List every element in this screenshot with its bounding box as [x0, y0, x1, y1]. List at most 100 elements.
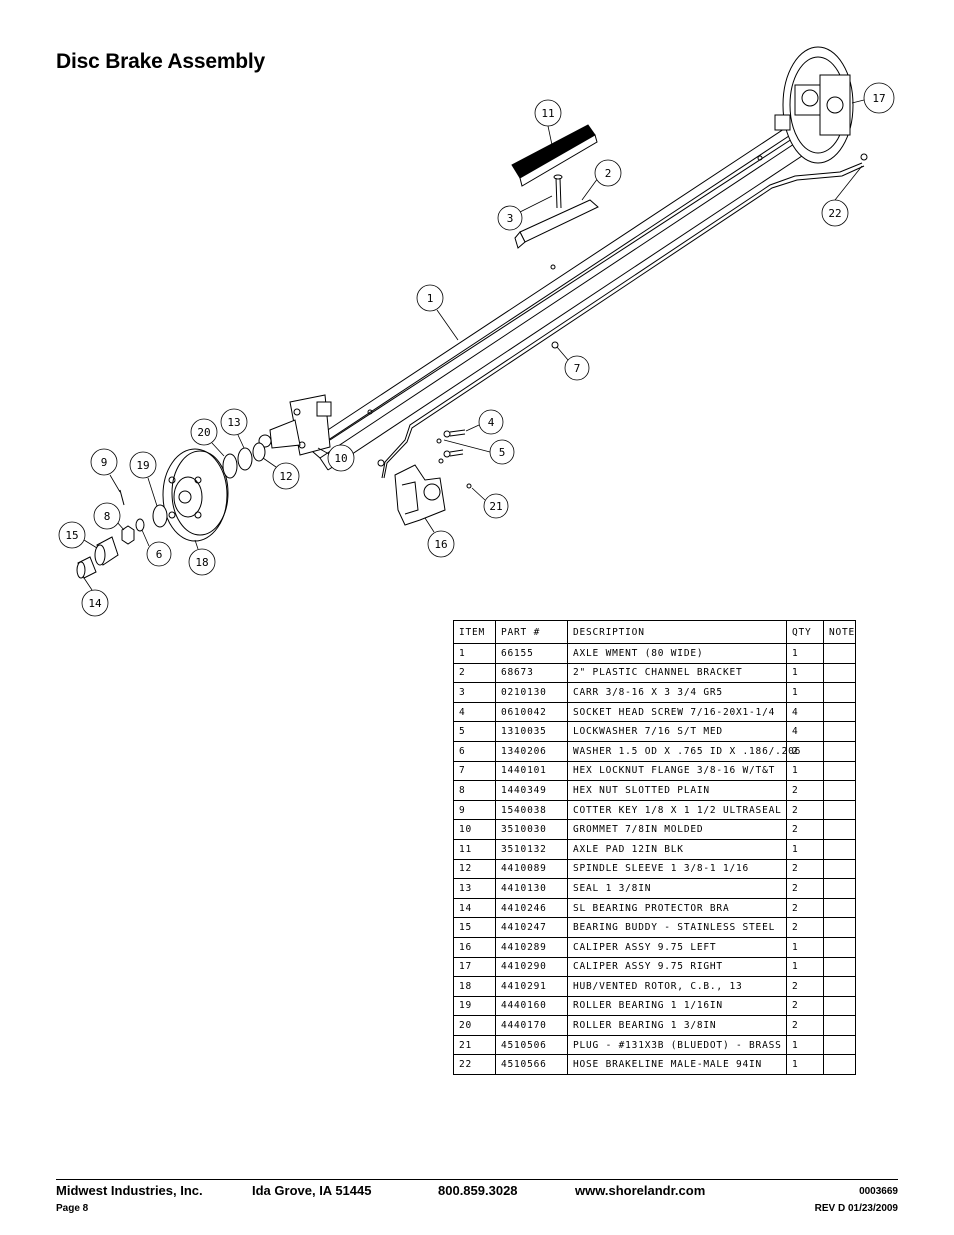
cell-qty: 1 [786, 936, 824, 958]
callout-label: 1 [427, 292, 434, 305]
cell-part: 1340206 [495, 740, 568, 762]
callout-leader [83, 539, 98, 549]
axle-pad [511, 124, 598, 187]
page-title: Disc Brake Assembly [56, 50, 266, 73]
cell-part: 1310035 [495, 721, 568, 742]
callout-circle [483, 493, 509, 519]
cell-note [823, 995, 856, 1017]
cell-note [823, 838, 856, 860]
cell-note [823, 956, 856, 978]
cell-qty: 2 [786, 740, 824, 762]
cell-qty: 1 [786, 956, 824, 978]
cell-description: SOCKET HEAD SCREW 7/16-20X1-1/4 [567, 701, 787, 723]
callout-circle [427, 530, 455, 558]
cell-description: ROLLER BEARING 1 1/16IN [567, 995, 787, 1017]
callout-leader [109, 474, 121, 493]
header-description: DESCRIPTION [567, 620, 787, 644]
cell-item: 1 [453, 643, 496, 664]
callout-leader [519, 195, 553, 213]
cell-description: PLUG - #131X3B (BLUEDOT) - BRASS [567, 1034, 787, 1056]
callout-label: 19 [136, 459, 149, 472]
callout-circle [497, 205, 523, 231]
callout-label: 6 [156, 548, 163, 561]
axle-tube [304, 124, 809, 471]
callout-label: 22 [828, 207, 841, 220]
footer-phone: 800.859.3028 [438, 1183, 518, 1198]
callout-circle [58, 521, 86, 549]
callout-circle [272, 462, 300, 490]
cell-item: 6 [453, 740, 496, 762]
cell-note [823, 760, 856, 782]
cell-item: 13 [453, 878, 496, 899]
footer-page: Page 8 [56, 1203, 89, 1214]
cell-item: 20 [453, 1015, 496, 1036]
cell-item: 15 [453, 917, 496, 938]
footer-revision: REV D 01/23/2009 [814, 1203, 898, 1214]
cell-description: SL BEARING PROTECTOR BRA [567, 897, 787, 919]
cell-description: HOSE BRAKELINE MALE-MALE 94IN [567, 1054, 787, 1076]
brake-line [377, 153, 868, 479]
callout-leader [141, 529, 150, 547]
cell-part: 4510566 [495, 1054, 568, 1076]
callout-label: 4 [488, 416, 495, 429]
callout-circle [594, 159, 622, 187]
cell-item: 21 [453, 1034, 496, 1056]
washer [135, 518, 145, 532]
cell-item: 11 [453, 838, 496, 860]
cell-description: 2" PLASTIC CHANNEL BRACKET [567, 662, 787, 684]
cell-note [823, 701, 856, 723]
cell-qty: 2 [786, 878, 824, 899]
cell-description: CALIPER ASSY 9.75 LEFT [567, 936, 787, 958]
callout-circle [90, 448, 118, 476]
cell-item: 22 [453, 1054, 496, 1076]
cell-part: 4410289 [495, 936, 568, 958]
cell-item: 3 [453, 682, 496, 703]
table-header-row: ITEM PART # DESCRIPTION QTY NOTE [453, 620, 856, 644]
cell-part: 4410291 [495, 976, 568, 997]
callout-leader [547, 125, 553, 146]
cell-item: 17 [453, 956, 496, 978]
callout-circle [146, 541, 172, 567]
cell-qty: 2 [786, 1015, 824, 1036]
header-item: ITEM [453, 620, 496, 644]
cell-note [823, 976, 856, 997]
cotter-key [119, 489, 125, 506]
callout-leader [424, 517, 435, 533]
cell-note [823, 858, 856, 880]
callout-leader [581, 177, 599, 201]
callout-circle [188, 548, 216, 576]
callout-label: 20 [197, 426, 210, 439]
callout-circle [190, 418, 218, 446]
callout-label: 8 [104, 510, 111, 523]
cell-note [823, 1034, 856, 1056]
cell-description: AXLE PAD 12IN BLK [567, 838, 787, 860]
cell-item: 7 [453, 760, 496, 782]
cell-part: 3510030 [495, 819, 568, 840]
callout-leader [147, 477, 158, 507]
left-caliper [394, 464, 446, 526]
cell-item: 2 [453, 662, 496, 684]
cell-qty: 1 [786, 643, 824, 664]
callout-circle [863, 82, 895, 114]
cell-description: SPINDLE SLEEVE 1 3/8-1 1/16 [567, 858, 787, 880]
cell-note [823, 643, 856, 664]
callout-label: 21 [489, 500, 502, 513]
callout-circle [81, 589, 109, 617]
cell-part: 3510132 [495, 838, 568, 860]
callout-circle [93, 502, 121, 530]
cell-item: 14 [453, 897, 496, 919]
channel-bracket [514, 174, 599, 249]
